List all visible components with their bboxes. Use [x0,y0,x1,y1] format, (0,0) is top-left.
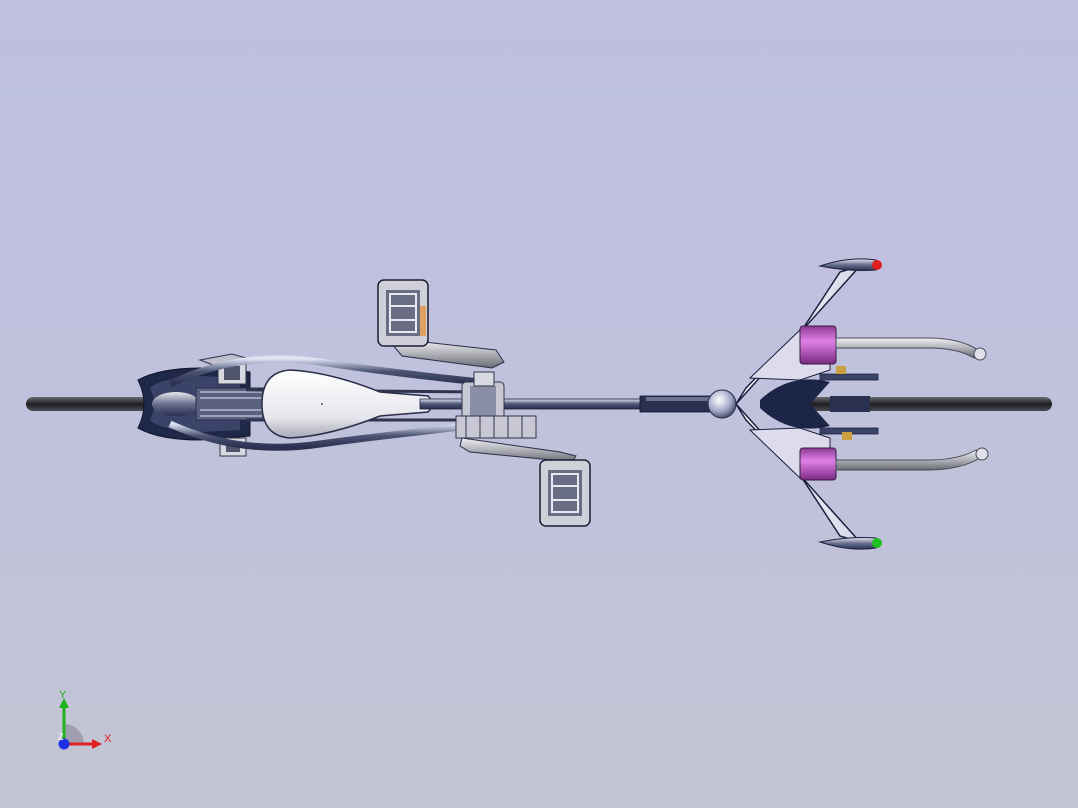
triad-quarter-disc [64,724,84,744]
rear-hub-cover [152,392,200,416]
triad-z-label: Z [58,732,64,742]
seat [261,369,433,439]
nav-light-right [872,538,882,548]
nav-pod-left [818,258,877,271]
rear-cassette [195,387,267,421]
chain-stay-lower [168,420,471,451]
front-tire [790,397,1052,411]
triad-x-label: X [104,733,112,745]
view-triad [58,698,102,750]
handlebar-upper [835,337,979,359]
handlebar-lower [835,449,981,471]
brake-lever-upper [819,373,879,381]
headset-ball [707,389,737,419]
nav-pod-right [818,537,877,550]
triad-y-label: Y [59,689,67,701]
nav-light-left [872,260,882,270]
chain-stay-upper [168,355,481,388]
triad-z-axis [58,738,70,750]
front-hub [830,396,870,412]
crank-arm-lower [459,437,577,463]
chainring [455,415,537,439]
grip-lower [799,447,837,481]
grip-upper [799,325,837,365]
top-tube [419,398,661,410]
